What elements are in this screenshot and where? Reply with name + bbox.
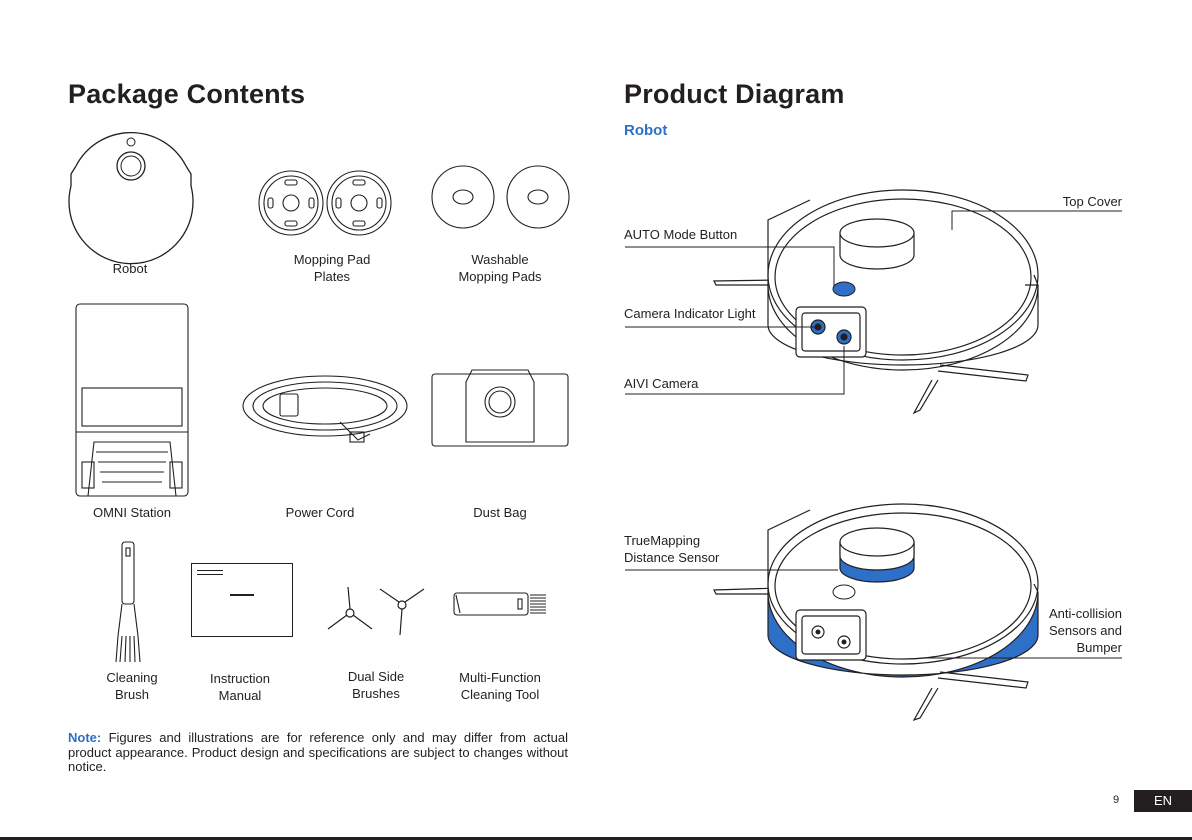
item-label-washable-mopping-pads: Washable Mopping Pads [458,252,542,284]
item-label-power-cord: Power Cord [285,505,355,520]
callout-line-auto-mode-button [625,246,835,286]
robot-top-diagram [713,189,1039,415]
omni-station-illustration [75,303,189,497]
callout-line-camera-indicator-light [625,326,818,328]
product-diagram-title: Product Diagram [624,79,845,109]
power-cord-illustration [242,375,408,443]
item-label-mopping-pad-plates: Mopping Pad Plates [293,252,371,284]
callout-line-truemapping [625,569,838,571]
callout-line-aivi-camera [625,346,845,395]
multi-function-cleaning-tool-illustration [453,592,546,616]
page-number: 9 [1113,794,1120,806]
manual-logo-icon [197,570,223,575]
robot-subtitle: Robot [624,122,668,139]
callout-aivi-camera: AIVI Camera [624,376,699,391]
callout-auto-mode-button: AUTO Mode Button [624,227,738,242]
callout-top-cover: Top Cover [1062,194,1122,209]
language-tab: EN [1134,790,1192,812]
note-prefix: Note: [68,730,102,745]
bottom-rule [0,837,1192,840]
item-label-dual-side-brushes: Dual Side Brushes [347,669,405,701]
item-label-robot: Robot [112,261,148,276]
item-label-dust-bag: Dust Bag [473,505,527,520]
robot-illustration [68,132,194,265]
callout-camera-indicator-light: Camera Indicator Light [624,306,756,321]
callout-anti-collision-sensors-bumper: Anti-collision Sensors and Bumper [1049,606,1122,655]
callout-truemapping-distance-sensor: TrueMapping Distance Sensor [624,533,720,565]
callout-line-anti-collision [921,657,1122,659]
dual-side-brushes-illustration [327,586,425,636]
item-label-multi-function-cleaning-tool: Multi-Function Cleaning Tool [459,670,541,702]
washable-mopping-pads-illustration [431,165,570,229]
item-label-omni-station: OMNI Station [92,505,172,520]
callout-line-top-cover [951,210,1122,230]
instruction-manual-illustration [191,563,293,637]
item-label-cleaning-brush: Cleaning Brush [106,670,158,702]
manual-title-line [230,594,254,596]
note-text: Figures and illustrations are for refere… [68,730,568,774]
robot-bottom-diagram [713,503,1039,722]
disclaimer-note: Note: Figures and illustrations are for … [68,730,568,775]
package-contents-title: Package Contents [68,79,306,109]
item-label-instruction-manual: Instruction Manual [210,671,270,703]
dust-bag-illustration [431,369,569,447]
mopping-pad-plates-illustration [258,170,392,236]
cleaning-brush-illustration [115,541,141,663]
